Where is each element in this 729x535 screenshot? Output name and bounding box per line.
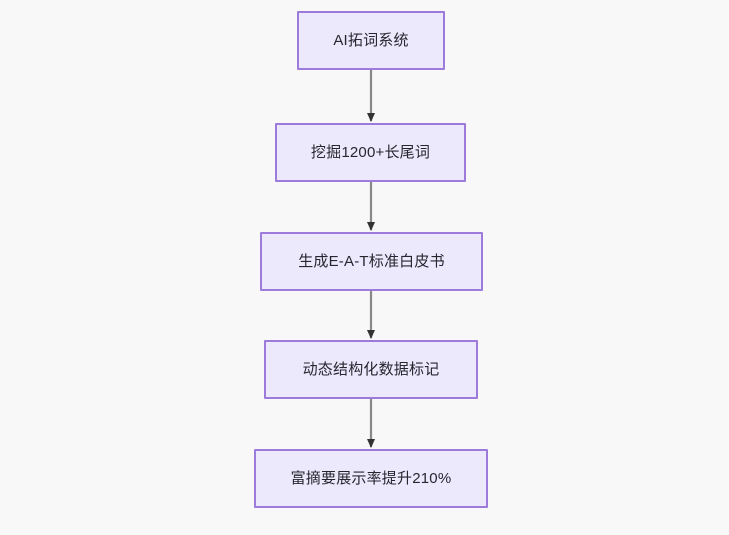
- node-label: 动态结构化数据标记: [302, 360, 440, 378]
- node-label: 挖掘1200+长尾词: [310, 143, 431, 161]
- node-label: 生成E-A-T标准白皮书: [298, 252, 445, 270]
- flowchart-node-rich-snippet-rate-increase[interactable]: 富摘要展示率提升210%: [254, 449, 488, 508]
- flowchart-node-dynamic-structured-data-markup[interactable]: 动态结构化数据标记: [264, 340, 478, 399]
- node-label: 富摘要展示率提升210%: [290, 469, 452, 487]
- node-label: AI拓词系统: [333, 31, 409, 49]
- flowchart-node-generate-eat-whitepaper[interactable]: 生成E-A-T标准白皮书: [260, 232, 483, 291]
- flowchart-node-mine-longtail-keywords[interactable]: 挖掘1200+长尾词: [275, 123, 466, 182]
- flowchart-node-ai-keyword-system[interactable]: AI拓词系统: [297, 11, 445, 70]
